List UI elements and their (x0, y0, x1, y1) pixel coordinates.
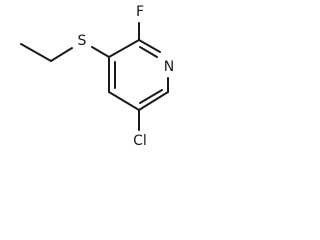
atom-sulfur-label: S (78, 33, 87, 49)
atom-chlorine-label: Cl (133, 133, 147, 149)
atom-nitrogen-label: N (164, 59, 174, 75)
bond-c2-c3 (108, 39, 140, 58)
bond-c4-c5 (108, 91, 140, 111)
bond-n1-c2-inner (139, 46, 158, 58)
bond-s-ch2 (50, 47, 73, 62)
bond-c5-c6-inner (139, 89, 163, 104)
atom-fluorine-label: F (136, 4, 144, 20)
bond-n1-c2 (138, 39, 161, 53)
bond-c5-c6 (138, 91, 169, 111)
bond-ch2-ch3 (20, 43, 52, 62)
bond-c3-s (91, 46, 110, 58)
molecule-structure: F S N Cl (20, 4, 174, 149)
